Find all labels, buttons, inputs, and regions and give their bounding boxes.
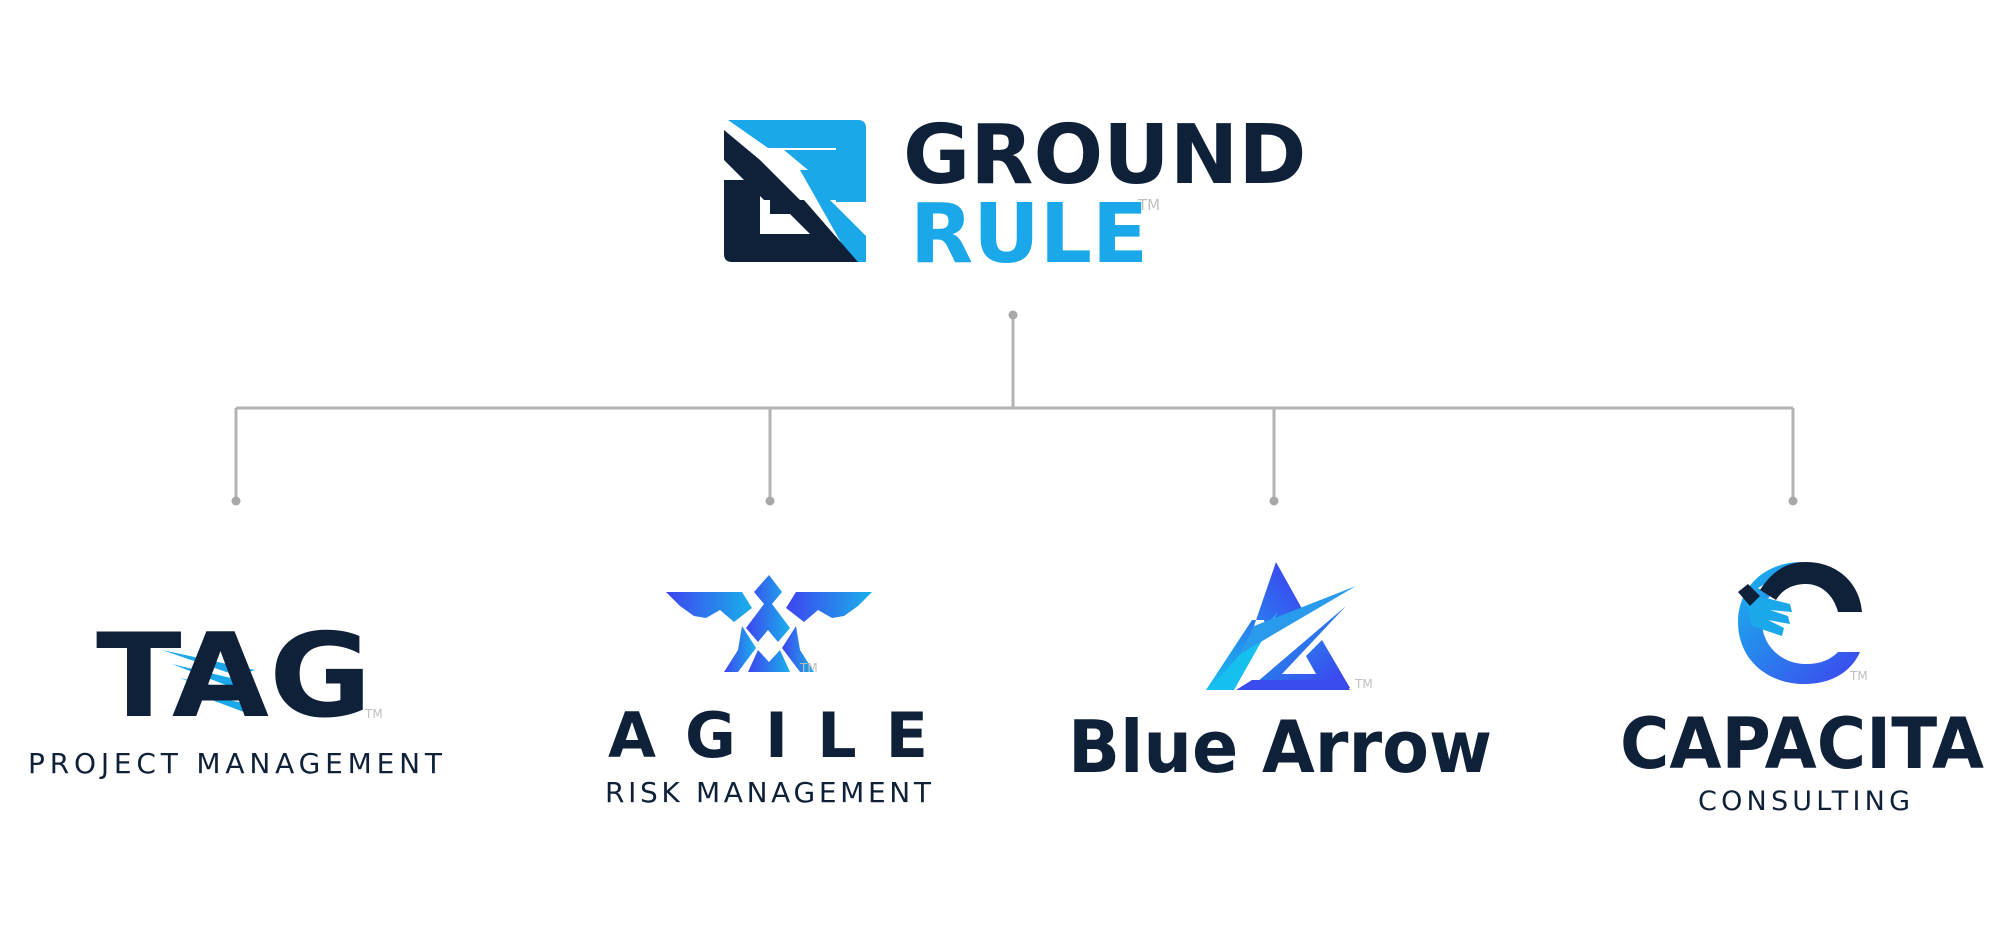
tag-tm-mark: TM <box>364 707 383 721</box>
eagle-icon <box>666 575 872 672</box>
capacita-tm-mark: TM <box>1849 669 1868 683</box>
triangle-arrow-icon <box>1206 562 1356 690</box>
agile-tm-mark: TM <box>799 661 818 675</box>
gr-monogram-icon <box>724 120 866 262</box>
connector-tree <box>234 315 1795 501</box>
handshake-c-icon <box>1738 562 1862 684</box>
blue-arrow-wordmark: Blue Arrow <box>1068 705 1492 789</box>
child-logo-agile: TM AGILE RISK MANAGEMENT <box>605 575 932 809</box>
parent-wordmark-line2: RULE <box>910 187 1148 282</box>
child-logo-blue-arrow: TM Blue Arrow <box>1068 562 1492 789</box>
parent-wordmark-line1: GROUND <box>903 108 1306 203</box>
wing-icon <box>162 650 258 712</box>
child-logo-capacita: TM CAPACITA CONSULTING <box>1620 562 1984 817</box>
parent-logo: GROUND RULE TM <box>724 108 1306 282</box>
agile-wordmark: AGILE <box>608 699 928 772</box>
blue-arrow-tm-mark: TM <box>1354 677 1373 691</box>
agile-tagline: RISK MANAGEMENT <box>605 776 932 809</box>
tag-tagline: PROJECT MANAGEMENT <box>28 747 443 780</box>
parent-tm-mark: TM <box>1137 196 1160 214</box>
tag-wordmark: TAG <box>96 609 372 744</box>
capacita-tagline: CONSULTING <box>1698 786 1910 817</box>
capacita-wordmark: CAPACITA <box>1620 703 1984 785</box>
child-logo-tag: TAG TM PROJECT MANAGEMENT <box>28 609 443 780</box>
connector-dots <box>231 310 1798 506</box>
